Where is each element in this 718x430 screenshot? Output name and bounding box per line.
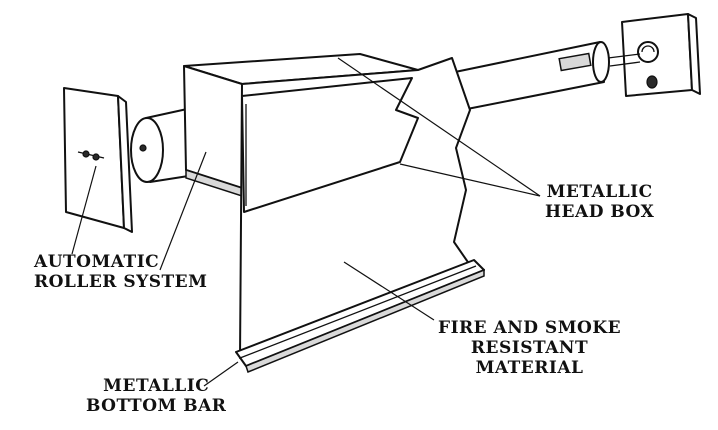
fire-smoke-material-label: FIRE AND SMOKE RESISTANT MATERIAL [438,318,621,378]
bottom-bar-label-line1: METALLIC [103,376,210,396]
head-box-label-line1: METALLIC [546,182,653,202]
material-label-line2: RESISTANT [470,338,589,358]
bottom-bar-label-line2: BOTTOM BAR [86,396,227,416]
metallic-bottom-bar-label: METALLIC BOTTOM BAR [86,376,226,416]
head-box-label-line2: HEAD BOX [545,202,655,222]
material-label-line1: FIRE AND SMOKE [438,318,622,338]
metallic-head-box-label: METALLIC HEAD BOX [545,182,654,222]
roller-label-line2: ROLLER SYSTEM [34,272,208,292]
right-wall-bracket [621,13,701,97]
automatic-roller-system-label: AUTOMATIC ROLLER SYSTEM [34,252,207,292]
roller-label-line1: AUTOMATIC [34,252,160,272]
material-label-line3: MATERIAL [475,358,584,378]
bottom-bar [235,259,485,373]
left-wall-bracket [63,87,133,233]
roller-axle-tube [454,41,641,111]
leader-lines [71,57,541,387]
